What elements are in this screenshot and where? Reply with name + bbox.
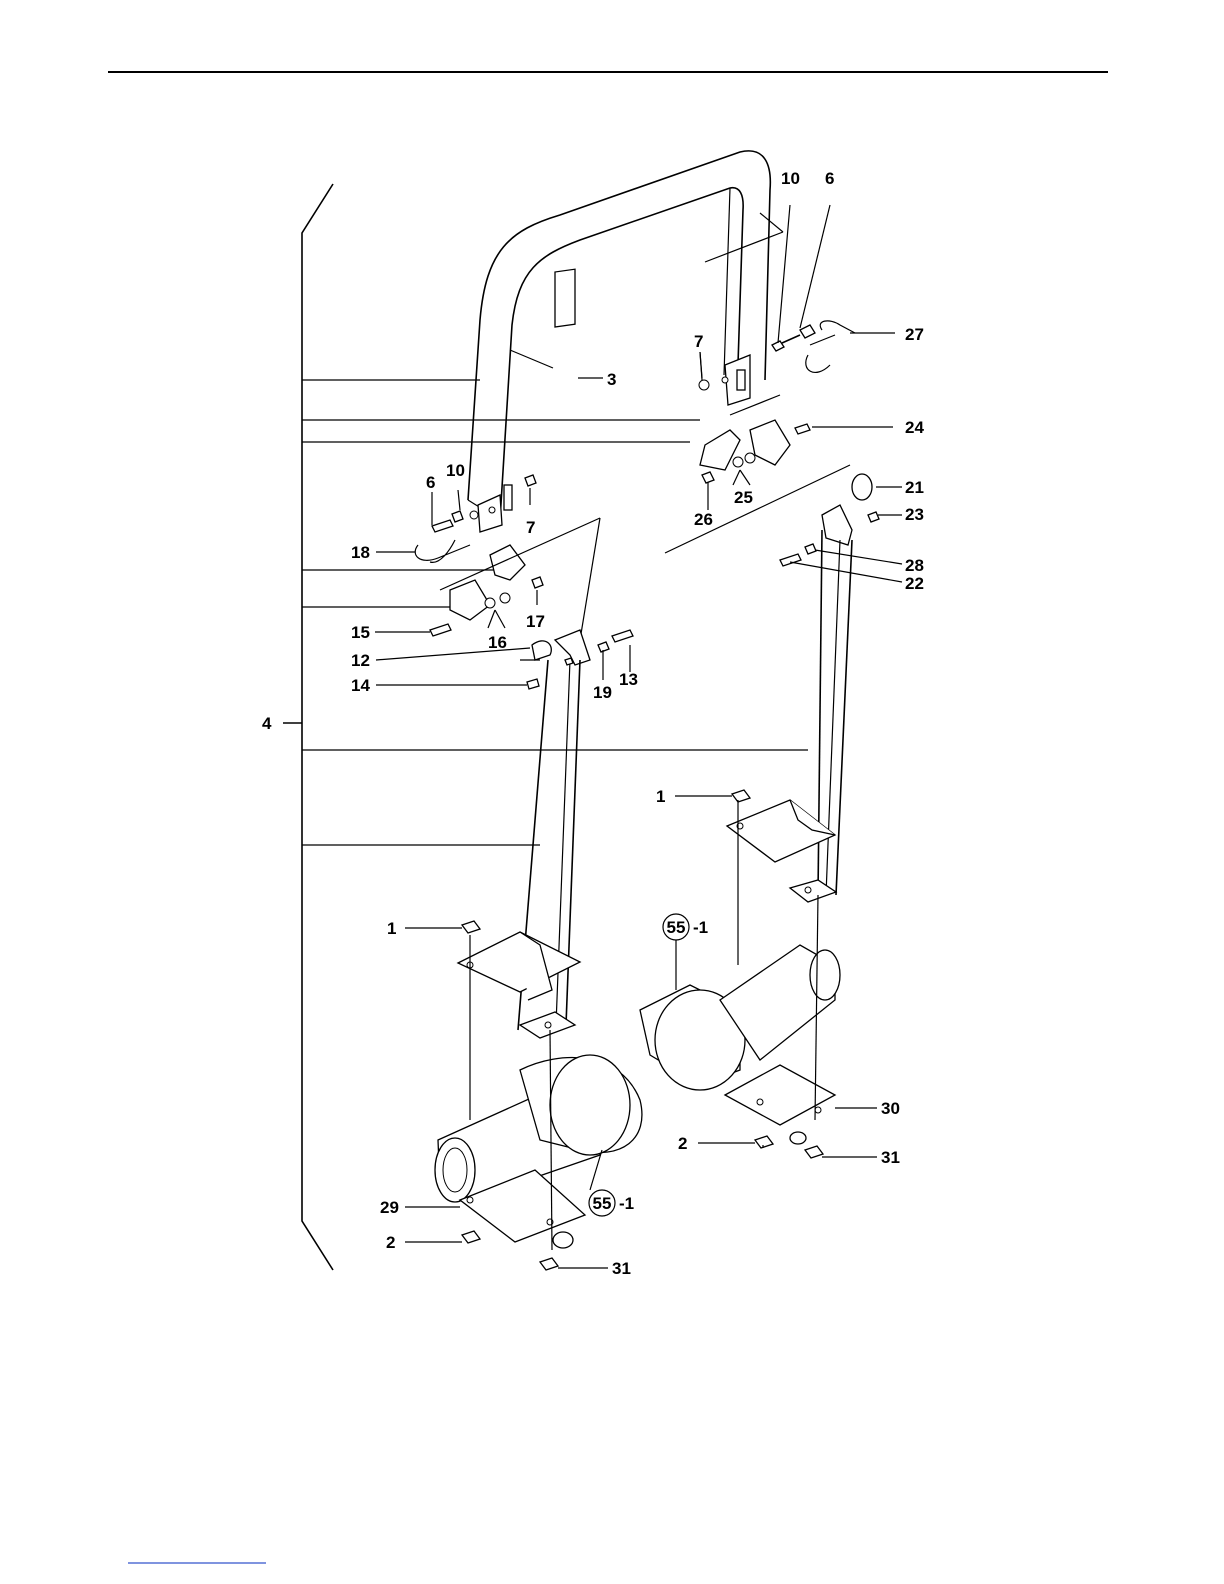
callout-6-right: 6 <box>825 169 834 188</box>
callout-16: 16 <box>488 633 507 652</box>
callout-2-left: 2 <box>386 1233 395 1252</box>
callout-28: 28 <box>905 556 924 575</box>
ref-55-text-right: 55 <box>667 918 686 937</box>
callout-17: 17 <box>526 612 545 631</box>
upper-left-hinge <box>415 475 600 640</box>
callout-6-left: 6 <box>426 473 435 492</box>
callout-3: 3 <box>607 370 616 389</box>
callout-27: 27 <box>905 325 924 344</box>
callout-29: 29 <box>380 1198 399 1217</box>
circled-ref-55-left: 55 <box>589 1190 615 1216</box>
callout-23: 23 <box>905 505 924 524</box>
callout-1-left: 1 <box>387 919 396 938</box>
upper-right-hinge <box>665 205 895 553</box>
circled-ref-55-right: 55 <box>663 914 689 940</box>
callout-10-left: 10 <box>446 461 465 480</box>
callout-4: 4 <box>262 714 272 733</box>
callout-12: 12 <box>351 651 370 670</box>
callout-10-right: 10 <box>781 169 800 188</box>
decal-label <box>555 269 575 327</box>
callout-31-left: 31 <box>612 1259 631 1278</box>
ref-55-text-left: 55 <box>593 1194 612 1213</box>
callout-18: 18 <box>351 543 370 562</box>
callout-13: 13 <box>619 670 638 689</box>
callout-55-1-left: -1 <box>619 1194 634 1213</box>
callout-1-right: 1 <box>656 787 665 806</box>
callout-31-right: 31 <box>881 1148 900 1167</box>
callout-14: 14 <box>351 676 370 695</box>
callout-25: 25 <box>734 488 753 507</box>
callout-19: 19 <box>593 683 612 702</box>
callout-30: 30 <box>881 1099 900 1118</box>
callout-15: 15 <box>351 623 370 642</box>
callout-7-left: 7 <box>526 518 535 537</box>
callout-21: 21 <box>905 478 924 497</box>
callout-22: 22 <box>905 574 924 593</box>
callout-7-right: 7 <box>694 332 703 351</box>
callout-2-right: 2 <box>678 1134 687 1153</box>
callout-24: 24 <box>905 418 924 437</box>
left-axle-housing <box>435 1030 642 1250</box>
callout-26: 26 <box>694 510 713 529</box>
callout-55-1-right: -1 <box>693 918 708 937</box>
